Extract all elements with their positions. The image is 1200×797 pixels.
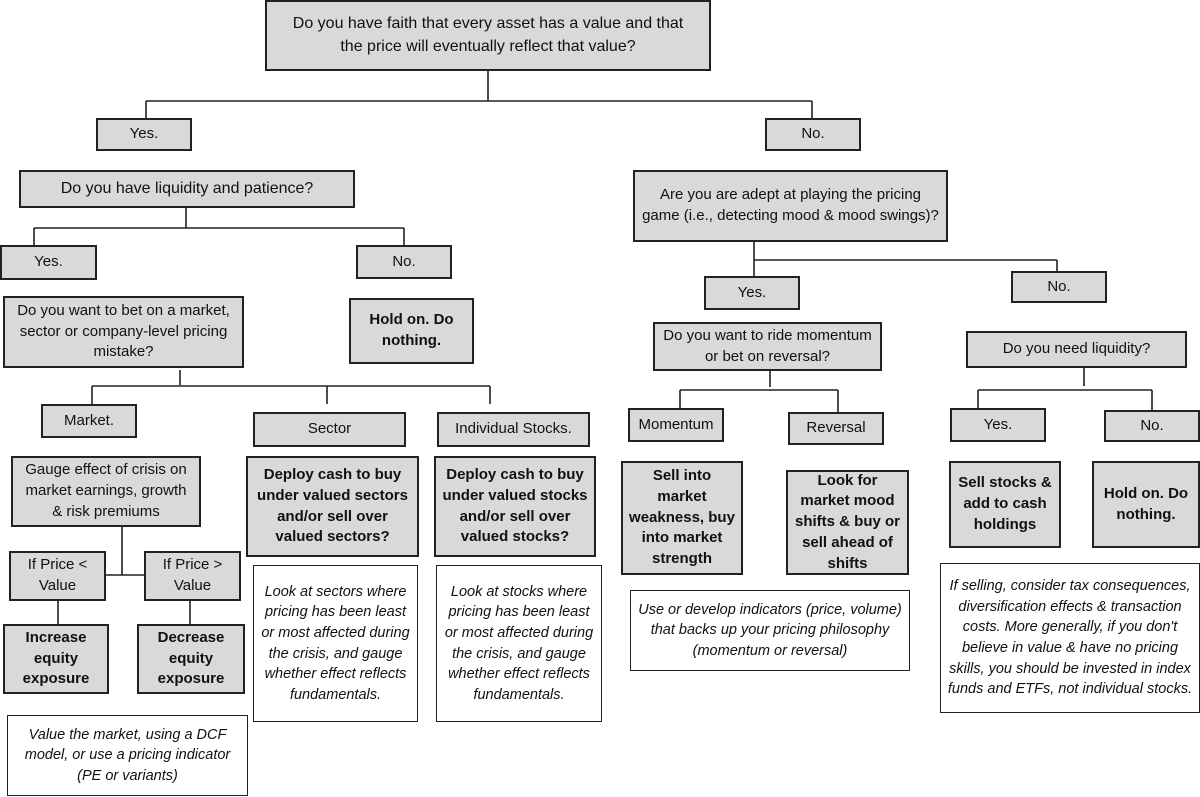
root-question: Do you have faith that every asset has a… bbox=[265, 0, 711, 71]
indicators-note: Use or develop indicators (price, volume… bbox=[630, 590, 910, 671]
reversal-action: Look for market mood shifts & buy or sel… bbox=[786, 470, 909, 575]
faith-yes-label: Yes. bbox=[96, 118, 192, 151]
decrease-equity-action: Decrease equity exposure bbox=[137, 624, 245, 694]
sell-stocks-action: Sell stocks & add to cash holdings bbox=[949, 461, 1061, 548]
need-liquidity-no-label: No. bbox=[1104, 410, 1200, 442]
market-label: Market. bbox=[41, 404, 137, 438]
sectors-note: Look at sectors where pricing has been l… bbox=[253, 565, 418, 722]
need-liquidity-yes-label: Yes. bbox=[950, 408, 1046, 442]
reversal-label: Reversal bbox=[788, 412, 884, 445]
deploy-cash-sectors-action: Deploy cash to buy under valued sectors … bbox=[246, 456, 419, 557]
individual-stocks-label: Individual Stocks. bbox=[437, 412, 590, 447]
pricing-game-yes-label: Yes. bbox=[704, 276, 800, 310]
faith-no-label: No. bbox=[765, 118, 861, 151]
momentum-label: Momentum bbox=[628, 408, 724, 442]
if-price-higher-box: If Price > Value bbox=[144, 551, 241, 601]
increase-equity-action: Increase equity exposure bbox=[3, 624, 109, 694]
liquidity-yes-label: Yes. bbox=[0, 245, 97, 280]
liquidity-patience-question: Do you have liquidity and patience? bbox=[19, 170, 355, 208]
stocks-note: Look at stocks where pricing has been le… bbox=[436, 565, 602, 722]
hold-on-action-left: Hold on. Do nothing. bbox=[349, 298, 474, 364]
hold-on-action-right: Hold on. Do nothing. bbox=[1092, 461, 1200, 548]
sector-label: Sector bbox=[253, 412, 406, 447]
need-liquidity-question: Do you need liquidity? bbox=[966, 331, 1187, 368]
liquidity-no-label: No. bbox=[356, 245, 452, 279]
momentum-action: Sell into market weakness, buy into mark… bbox=[621, 461, 743, 575]
momentum-reversal-question: Do you want to ride momentum or bet on r… bbox=[653, 322, 882, 371]
pricing-mistake-question: Do you want to bet on a market, sector o… bbox=[3, 296, 244, 368]
selling-considerations-note: If selling, consider tax consequences, d… bbox=[940, 563, 1200, 713]
deploy-cash-stocks-action: Deploy cash to buy under valued stocks a… bbox=[434, 456, 596, 557]
pricing-game-no-label: No. bbox=[1011, 271, 1107, 303]
if-price-lower-box: If Price < Value bbox=[9, 551, 106, 601]
pricing-game-question: Are you are adept at playing the pricing… bbox=[633, 170, 948, 242]
market-valuation-note: Value the market, using a DCF model, or … bbox=[7, 715, 248, 796]
gauge-effect-box: Gauge effect of crisis on market earning… bbox=[11, 456, 201, 527]
